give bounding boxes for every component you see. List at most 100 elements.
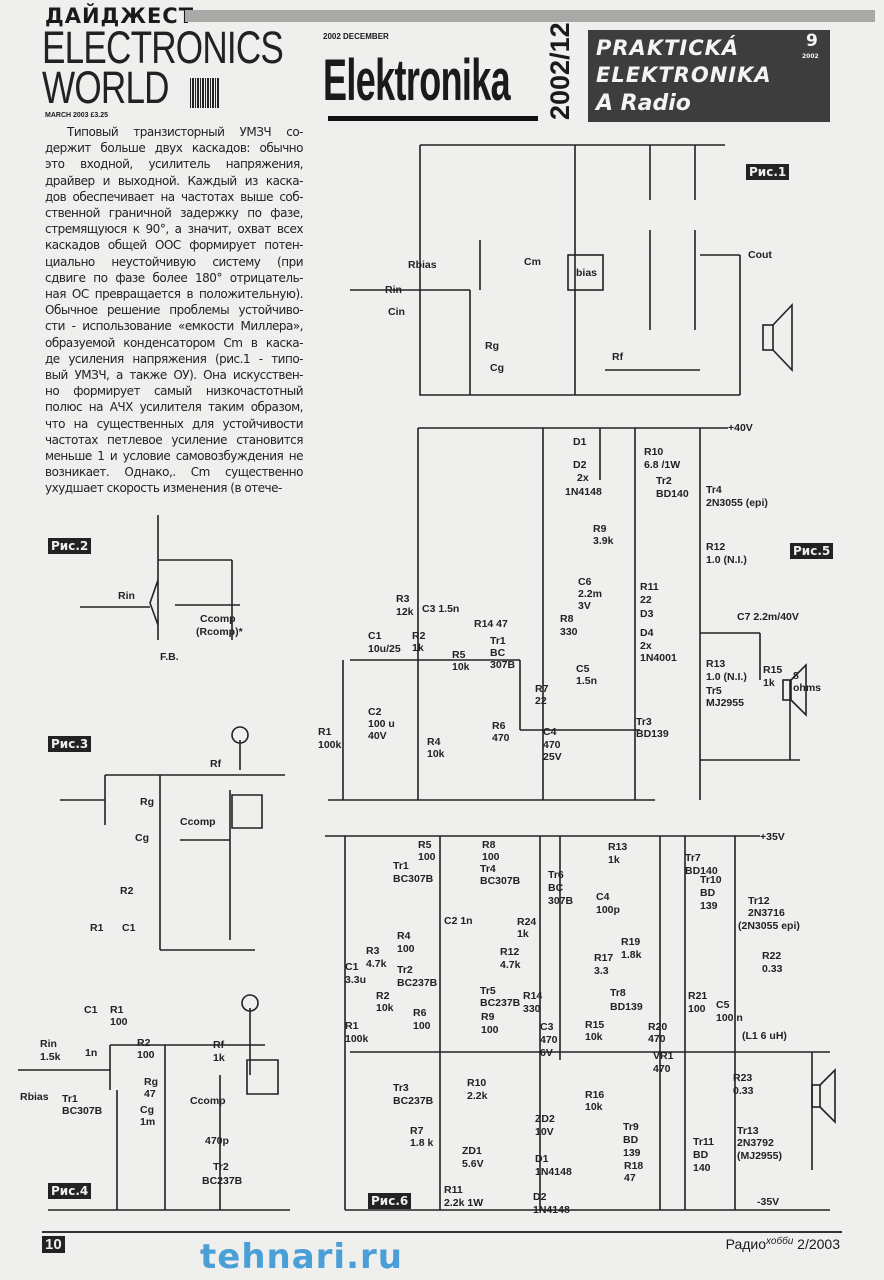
- fig4-component-label: BC237B: [202, 1175, 243, 1187]
- fig6-component-label: Tr3: [393, 1082, 409, 1094]
- fig5-component-label: 2x: [640, 640, 652, 652]
- fig1-component-label: Cg: [490, 362, 504, 374]
- fig5-component-label: R1: [318, 726, 332, 738]
- fig5-component-label: R7: [535, 683, 549, 695]
- fig4-component-label: Rin: [40, 1038, 57, 1050]
- fig5-component-label: R8: [560, 613, 574, 625]
- header-bar: [185, 10, 875, 22]
- fig4-component-label: 470p: [205, 1135, 229, 1147]
- elk-title: Elektronika: [323, 48, 511, 113]
- fig6-component-label: R14: [523, 990, 542, 1002]
- fig4-component-label: Rf: [213, 1039, 225, 1051]
- fig6-component-label: 2N3716: [748, 907, 785, 919]
- elektronika-logo: 2002 DECEMBER Elektronika 2002/12: [323, 22, 575, 124]
- fig6-component-label: BC307B: [480, 875, 521, 887]
- fig6-component-label: Tr4: [480, 863, 496, 875]
- article-text: Типовый транзисторный УМЗЧ со-держит бол…: [45, 124, 304, 497]
- fig6-component-label: R19: [621, 936, 640, 948]
- fig6-component-label: 3.3u: [345, 974, 366, 986]
- fig3-component-label: Rg: [140, 796, 154, 808]
- fig6-component-label: R13: [608, 841, 627, 853]
- fig6-component-label: R2: [376, 990, 390, 1002]
- fig5-component-label: R10: [644, 446, 663, 458]
- prakticka-logo: PRAKTICKÁ ELEKTRONIKA A Radio 9 2002: [588, 30, 830, 122]
- fig5-component-label: 10k: [452, 661, 470, 673]
- fig6-component-label: 2.2k 1W: [444, 1197, 483, 1209]
- fig4-component-label: 47: [144, 1088, 156, 1100]
- elk-bar: [328, 116, 538, 121]
- fig6-component-label: VR1: [653, 1050, 674, 1062]
- fig6-component-label: -35V: [757, 1196, 779, 1208]
- fig6-component-label: BC: [548, 882, 564, 894]
- fig6-component-label: R16: [585, 1089, 604, 1101]
- fig2-component-label: Rin: [118, 590, 135, 602]
- article-line: частотах петлевое усиление становится: [45, 432, 304, 447]
- fig5-component-label: D3: [640, 608, 654, 620]
- fig6-component-label: C1: [345, 961, 359, 973]
- fig6-component-label: R4: [397, 930, 411, 942]
- fig3-component-label: R1: [90, 922, 104, 934]
- pe-line1: PRAKTICKÁ: [596, 36, 740, 60]
- fig1-component-label: bias: [576, 267, 597, 279]
- fig6-component-label: Tr6: [548, 869, 564, 881]
- fig6-component-label: 140: [693, 1162, 711, 1174]
- fig6-component-label: (2N3055 epi): [738, 920, 800, 932]
- fig6-component-label: (MJ2955): [737, 1150, 782, 1162]
- article-line: ухудшает скорость изменения (в отече-: [45, 481, 282, 496]
- article-line: драйвер и выходной. Каждый из каска-: [45, 173, 304, 188]
- fig6-component-label: 100: [397, 943, 415, 955]
- fig5-component-label: R13: [706, 658, 725, 670]
- fig5-component-label: C1: [368, 630, 382, 642]
- fig5-component-label: Tr1: [490, 635, 506, 647]
- fig6-component-label: Tr5: [480, 985, 496, 997]
- fig6-component-label: 0.33: [733, 1085, 754, 1097]
- fig6-component-label: D1: [535, 1153, 549, 1165]
- fig5-component-label: 2N3055 (epi): [706, 497, 768, 509]
- fig6-component-label: BC237B: [393, 1095, 434, 1107]
- article-line: циально неустойчивую систему (при: [45, 254, 304, 269]
- fig4-component-label: 1.5k: [40, 1051, 61, 1063]
- article-line: сти - использование «емкости Миллера»,: [45, 319, 304, 334]
- fig5-component-label: R5: [452, 649, 466, 661]
- fig5-component-label: C6: [578, 576, 592, 588]
- fig4-component-label: C1: [84, 1004, 98, 1016]
- fig4-component-label: R1: [110, 1004, 124, 1016]
- fig6-component-label: 4.7k: [366, 958, 387, 970]
- fig5-component-label: BC: [490, 647, 506, 659]
- magazine-name: Радио: [725, 1236, 767, 1252]
- fig3-component-label: R2: [120, 885, 134, 897]
- fig5-component-label: R3: [396, 593, 410, 605]
- article-line: Обычное решение проблемы устойчиво-: [45, 303, 304, 318]
- fig4-component-label: Tr2: [213, 1161, 229, 1173]
- article-line: дов обеспечивает на частотах выше соб-: [45, 189, 304, 204]
- fig5-component-label: 3V: [578, 600, 591, 612]
- fig6-component-label: 470: [540, 1034, 558, 1046]
- fig5-component-label: R14 47: [474, 618, 508, 630]
- fig5-component-label: 307B: [490, 659, 516, 671]
- fig1-component-label: Rbias: [408, 259, 437, 271]
- article-line: ная ОС превращается в положительную).: [45, 287, 304, 302]
- fig6-component-label: 470: [653, 1063, 671, 1075]
- fig5-component-label: R11: [640, 581, 659, 593]
- article-line: но формирует самый низкочастотный: [45, 384, 304, 399]
- fig6-component-label: 100: [413, 1020, 431, 1032]
- fig2-caption: Рис.2: [48, 538, 92, 554]
- fig5-component-label: Tr2: [656, 475, 672, 487]
- fig6-component-label: C3: [540, 1021, 554, 1033]
- fig5-component-label: MJ2955: [706, 697, 744, 709]
- fig5-component-label: 100k: [318, 739, 342, 751]
- fig6-component-label: 0.33: [762, 963, 783, 975]
- fig6-component-label: R1: [345, 1020, 359, 1032]
- fig5-component-label: D4: [640, 627, 654, 639]
- fig6-component-label: BD: [623, 1134, 639, 1146]
- fig6-component-label: R20: [648, 1021, 667, 1033]
- fig5-component-label: 470: [543, 739, 561, 751]
- fig3-component-label: C1: [122, 922, 136, 934]
- fig6-component-label: 2N3792: [737, 1137, 774, 1149]
- fig6-component-label: 307B: [548, 895, 574, 907]
- fig5-component-label: 1.0 (N.I.): [706, 554, 747, 566]
- footer-issue: Радиохобби 2/2003: [726, 1236, 840, 1252]
- fig5-component-label: 1k: [763, 677, 775, 689]
- article-line: образуемой конденсатором Cm в каска-: [45, 335, 304, 350]
- fig6-component-label: Tr12: [748, 895, 770, 907]
